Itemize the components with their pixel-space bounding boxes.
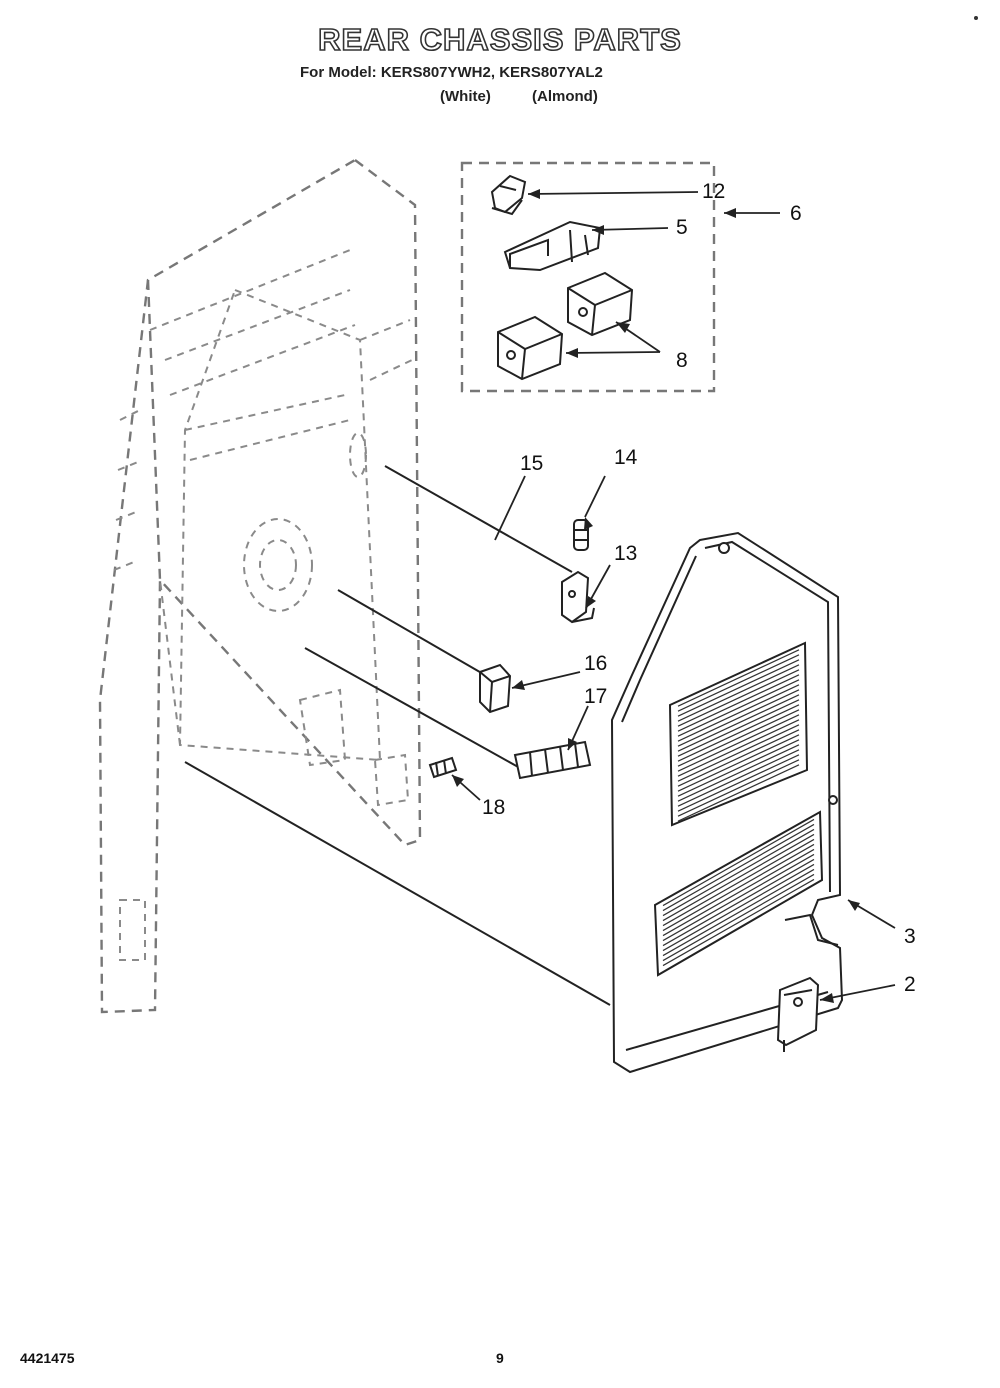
louver-slat xyxy=(677,669,800,727)
louver-slat xyxy=(677,744,800,802)
louver-slat xyxy=(677,654,800,712)
part-15-rod xyxy=(384,465,573,573)
callout-2: 2 xyxy=(904,973,916,996)
kit-box-6 xyxy=(460,161,716,393)
louver-upper xyxy=(677,649,800,822)
part-17-terminal-block xyxy=(304,647,592,780)
callout-12: 12 xyxy=(702,180,726,203)
color-white-label: (White) xyxy=(440,88,491,105)
part-5-bracket xyxy=(503,220,602,272)
louver-slat xyxy=(662,863,815,952)
louver-slat xyxy=(677,734,800,792)
callout-16: 16 xyxy=(584,652,608,675)
louver-slat xyxy=(677,694,800,752)
model-line: For Model: KERS807YWH2, KERS807YAL2 xyxy=(300,64,603,81)
callout-13: 13 xyxy=(614,542,638,565)
louver-slat xyxy=(677,739,800,797)
louver-slat xyxy=(662,858,815,947)
louver-slat xyxy=(662,873,815,962)
callout-5: 5 xyxy=(676,216,688,239)
leader-lines xyxy=(451,189,896,1003)
louver-slat xyxy=(677,704,800,762)
corner-mark xyxy=(974,16,978,20)
louver-slat xyxy=(662,878,815,967)
louver-slat xyxy=(677,714,800,772)
louver-slat xyxy=(662,868,815,957)
louver-slat xyxy=(677,659,800,717)
part-12-clip xyxy=(490,174,527,216)
louver-slat xyxy=(677,729,800,787)
callout-14: 14 xyxy=(614,446,638,469)
callout-8: 8 xyxy=(676,349,688,372)
louver-slat xyxy=(677,679,800,737)
louver-slat xyxy=(677,709,800,767)
louver-slat xyxy=(662,818,815,907)
louver-slat xyxy=(677,699,800,757)
callout-15: 15 xyxy=(520,452,544,475)
louver-slat xyxy=(677,724,800,782)
louver-slat xyxy=(662,828,815,917)
louver-slat xyxy=(677,684,800,742)
louver-slat xyxy=(677,749,800,807)
color-almond-label: (Almond) xyxy=(532,88,598,105)
callout-17: 17 xyxy=(584,685,608,708)
louver-slat xyxy=(662,838,815,927)
part-18-screw xyxy=(428,756,458,779)
callout-6: 6 xyxy=(790,202,802,225)
part-8-blocks xyxy=(497,271,634,381)
part-2-bracket xyxy=(776,976,820,1052)
part-16-connector xyxy=(337,589,512,714)
louver-slat xyxy=(677,649,800,707)
part-13-bracket xyxy=(561,570,595,624)
louver-slat xyxy=(677,764,800,822)
louver-slat xyxy=(662,823,815,912)
louver-slat xyxy=(677,719,800,777)
louver-slat xyxy=(677,674,800,732)
louver-slat xyxy=(662,833,815,922)
callout-3: 3 xyxy=(904,925,916,948)
louver-slat xyxy=(662,848,815,937)
callout-18: 18 xyxy=(482,796,506,819)
page-title: REAR CHASSIS PARTS xyxy=(317,21,682,58)
louver-slat xyxy=(677,754,800,812)
louver-slat xyxy=(677,759,800,817)
louver-lower xyxy=(662,818,815,967)
document-number: 4421475 xyxy=(20,1350,75,1366)
guide-line xyxy=(184,761,611,1006)
louver-slat xyxy=(662,843,815,932)
chassis-outline xyxy=(98,158,422,1014)
louver-slat xyxy=(677,664,800,722)
louver-slat xyxy=(662,853,815,942)
louver-slat xyxy=(677,689,800,747)
page-number: 9 xyxy=(496,1350,504,1366)
